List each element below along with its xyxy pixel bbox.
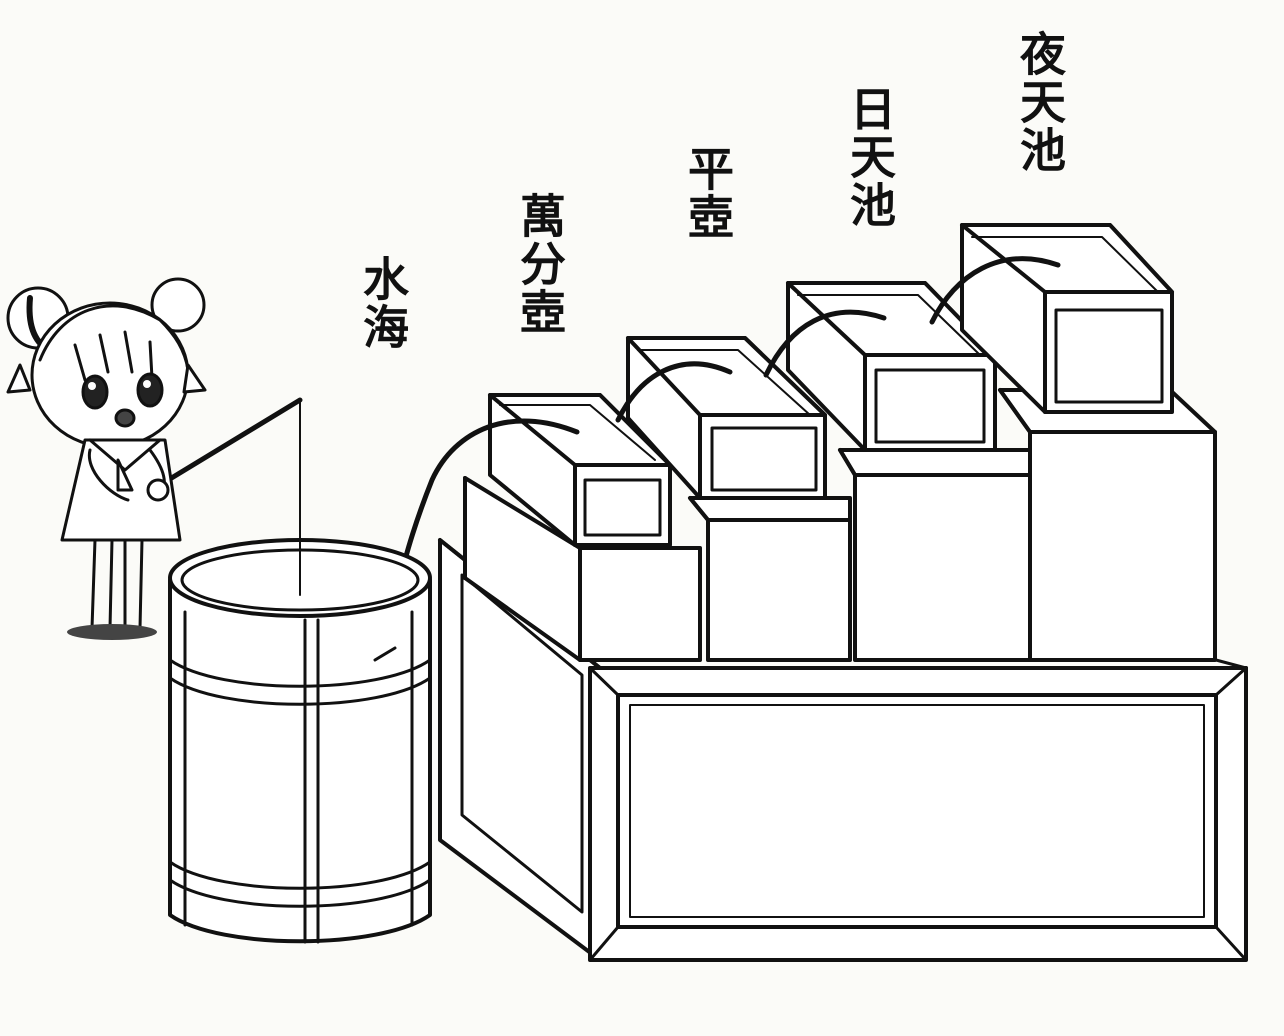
fishing-rod (157, 397, 303, 596)
label-ten-thousand-pot: 萬分壺 (513, 192, 567, 336)
water-sea-bucket (168, 538, 432, 944)
night-pool-tank (960, 223, 1174, 414)
label-water-sea: 水海 (356, 255, 410, 351)
label-level-pot: 平壺 (681, 145, 735, 241)
girl-character (6, 277, 207, 640)
day-pool-tank (786, 281, 997, 452)
label-day-pool: 日天池 (843, 85, 897, 229)
siphon-tubes (397, 256, 1061, 585)
label-night-pool: 夜天池 (1013, 30, 1067, 174)
base-platform (438, 538, 1248, 962)
level-pot-tank (626, 336, 827, 500)
ten-thousand-pot-tank (488, 393, 672, 547)
pedestals (463, 388, 1217, 662)
